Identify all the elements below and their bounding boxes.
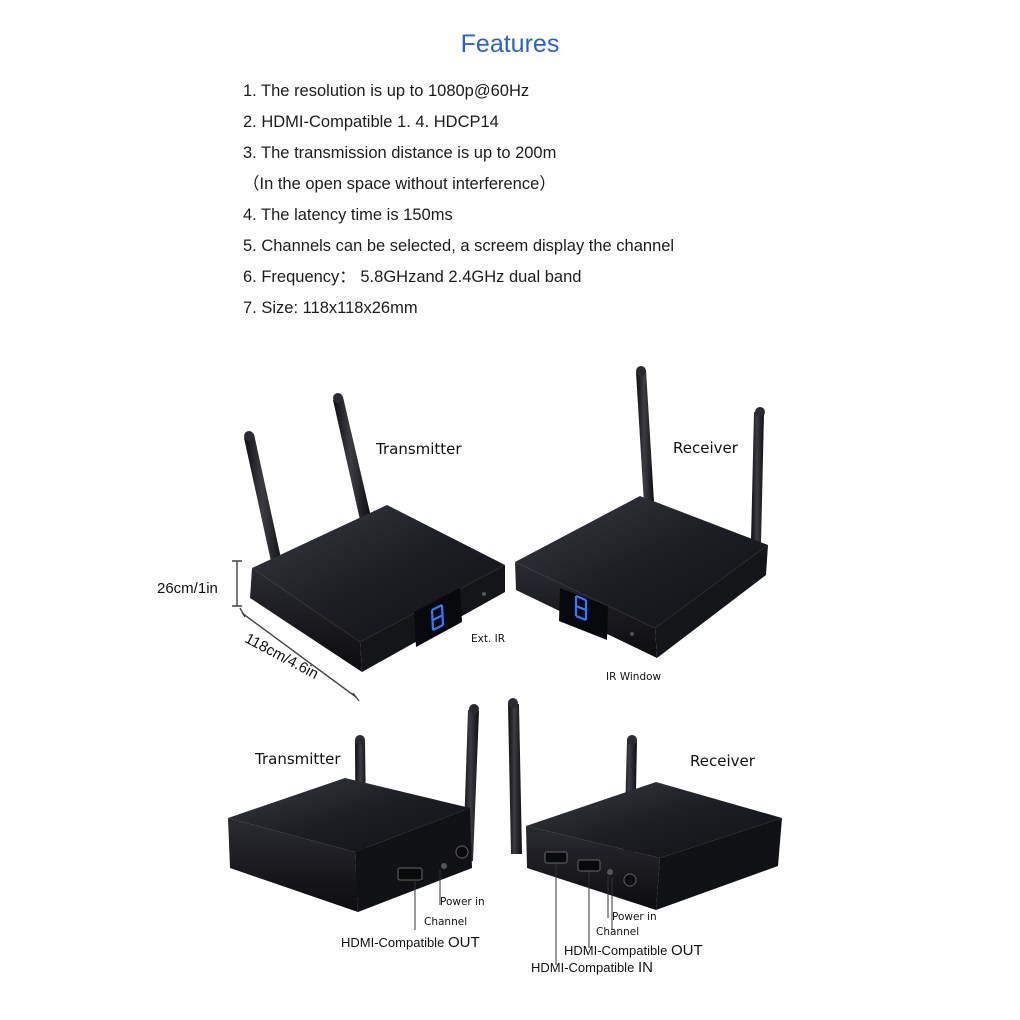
transmitter-bottom-label: Transmitter <box>255 750 341 768</box>
feature-item: 1. The resolution is up to 1080p@60Hz <box>243 82 530 100</box>
feature-item: 3. The transmission distance is up to 20… <box>243 144 557 162</box>
page-title: Features <box>460 30 560 58</box>
port-name: HDMI-Compatible <box>564 943 668 958</box>
port-direction: OUT <box>447 934 480 951</box>
rx-channel-label: Channel <box>596 926 640 938</box>
rx-hdmi-out-label: HDMI-Compatible OUT <box>564 942 703 959</box>
ir-window-label: IR Window <box>606 671 662 683</box>
ext-ir-label: Ext. IR <box>471 633 506 645</box>
tx-channel-label: Channel <box>424 916 468 928</box>
features-list: 1. The resolution is up to 1080p@60Hz 2.… <box>243 80 674 328</box>
feature-item: 7. Size: 118x118x26mm <box>243 299 418 317</box>
height-dimension-label: 26cm/1in <box>157 580 218 597</box>
receiver-bottom-device <box>508 698 782 965</box>
port-direction: OUT <box>670 942 703 959</box>
feature-item: 2. HDMI-Compatible 1. 4. HDCP14 <box>243 113 499 131</box>
transmitter-top-device <box>244 393 505 672</box>
rx-hdmi-in-label: HDMI-Compatible IN <box>531 959 653 976</box>
feature-item: 4. The latency time is 150ms <box>243 206 453 224</box>
receiver-bottom-label: Receiver <box>690 752 755 770</box>
port-name: HDMI-Compatible <box>531 960 635 975</box>
receiver-top-device <box>515 366 768 658</box>
feature-item: （In the open space without interference） <box>243 175 556 193</box>
transmitter-bottom-device <box>228 704 479 930</box>
feature-item: 5. Channels can be selected, a screem di… <box>243 237 675 255</box>
port-direction: IN <box>637 959 653 976</box>
feature-item: 6. Frequency： 5.8GHzand 2.4GHz dual band <box>243 268 582 286</box>
port-name: HDMI-Compatible <box>341 935 445 950</box>
tx-hdmi-out-label: HDMI-Compatible OUT <box>341 934 480 951</box>
dimension-marks <box>232 560 360 702</box>
tx-power-in-label: Power in <box>440 896 485 908</box>
rx-power-in-label: Power in <box>612 911 657 923</box>
receiver-top-label: Receiver <box>673 439 738 457</box>
transmitter-top-label: Transmitter <box>376 440 462 458</box>
